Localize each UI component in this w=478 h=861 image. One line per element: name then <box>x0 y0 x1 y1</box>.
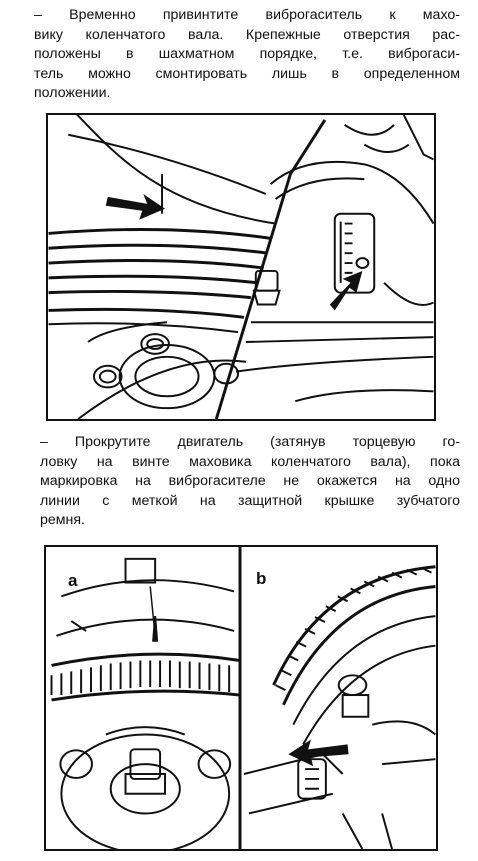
timing-alignment-illustration <box>50 547 436 849</box>
panel-b-label: b <box>256 569 267 588</box>
arrow-icon <box>329 270 363 311</box>
figure-damper-mounting <box>46 113 436 421</box>
text-line: положены в шахматном порядке, т.е. вибро… <box>34 46 460 62</box>
instruction-step-2: – Прокрутите двигатель (затянув торцевую… <box>40 433 460 531</box>
text-line: маркировка на виброгасителе не окажется … <box>40 473 460 489</box>
arrow-icon <box>105 193 165 220</box>
text-line: тель можно смонтировать лишь в определен… <box>34 65 460 82</box>
arrow-icon <box>288 739 349 767</box>
figure-timing-alignment: a b <box>44 545 438 851</box>
text-line: линии с меткой на защитной крышке зубчат… <box>40 492 460 509</box>
text-line: положении. <box>34 85 111 101</box>
text-line: – Временно привинтите виброгаситель к ма… <box>34 7 460 23</box>
damper-mounting-illustration <box>48 115 434 419</box>
text-line: ловку на винте маховика коленчатого вала… <box>40 453 460 470</box>
text-line: вику коленчатого вала. Крепежные отверст… <box>34 26 460 43</box>
text-line: ремня. <box>40 512 85 528</box>
instruction-step-1: – Временно привинтите виброгаситель к ма… <box>34 6 460 104</box>
text-line: – Прокрутите двигатель (затянув торцевую… <box>40 434 460 450</box>
panel-a-label: a <box>68 571 78 590</box>
